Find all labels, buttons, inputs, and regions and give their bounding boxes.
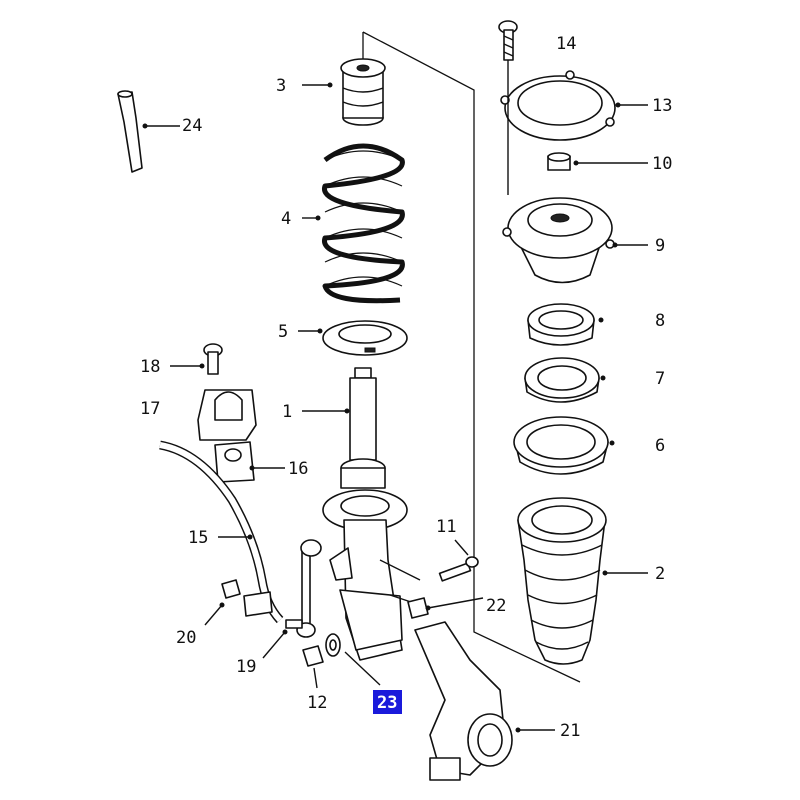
part-23-washer [325, 633, 341, 657]
callout-8: 8 [655, 311, 665, 331]
part-2-dust-boot [517, 497, 607, 665]
callout-labels: 3 4 5 1 24 18 17 16 15 20 19 12 11 22 21… [140, 34, 672, 741]
callout-14: 14 [556, 34, 576, 54]
callout-17: 17 [140, 399, 160, 419]
part-20-nut [221, 579, 241, 599]
callout-7: 7 [655, 369, 665, 389]
part-17-bracket [197, 389, 257, 441]
callout-23[interactable]: 23 [377, 693, 397, 713]
part-24-sleeve [117, 90, 143, 173]
callout-5: 5 [278, 322, 288, 342]
part-4-coil-spring [322, 143, 405, 304]
part-21-knuckle [414, 621, 513, 781]
part-11-bolt [438, 556, 479, 582]
callout-1: 1 [282, 402, 292, 422]
part-5-spring-seat [322, 320, 408, 356]
part-22-nut [407, 597, 429, 619]
part-9-strut-mount [502, 197, 615, 284]
assembly-frame [362, 31, 581, 683]
callout-10: 10 [652, 154, 672, 174]
callout-4: 4 [281, 209, 291, 229]
callout-6: 6 [655, 436, 665, 456]
callout-21: 21 [560, 721, 580, 741]
part-6-insulator [513, 416, 609, 475]
part-15-stabilizer-bar [159, 440, 284, 624]
part-7-spring-seat [524, 357, 600, 403]
callout-15: 15 [188, 528, 208, 548]
callout-9: 9 [655, 236, 665, 256]
callout-2: 2 [655, 564, 665, 584]
part-12-nut [302, 645, 324, 667]
part-10-nut [547, 152, 571, 171]
callout-18: 18 [140, 357, 160, 377]
callout-20: 20 [176, 628, 196, 648]
callout-16: 16 [288, 459, 308, 479]
callout-22: 22 [486, 596, 506, 616]
callout-19: 19 [236, 657, 256, 677]
callout-3: 3 [276, 76, 286, 96]
part-8-bearing [527, 303, 595, 346]
highlight-box[interactable] [373, 690, 402, 714]
leader-lines [142, 60, 648, 733]
callout-13: 13 [652, 96, 672, 116]
part-1-strut [322, 367, 421, 661]
callout-23-highlight[interactable]: 23 [373, 690, 402, 714]
callout-11: 11 [436, 517, 456, 537]
part-13-top-mount-plate [500, 70, 616, 141]
part-14-bolt [498, 20, 518, 61]
part-3-bump-stop [340, 58, 386, 126]
part-16-bushing [214, 441, 255, 483]
callout-24: 24 [182, 116, 202, 136]
callout-12: 12 [307, 693, 327, 713]
part-18-bolt [203, 343, 223, 375]
part-19-link [285, 539, 322, 638]
